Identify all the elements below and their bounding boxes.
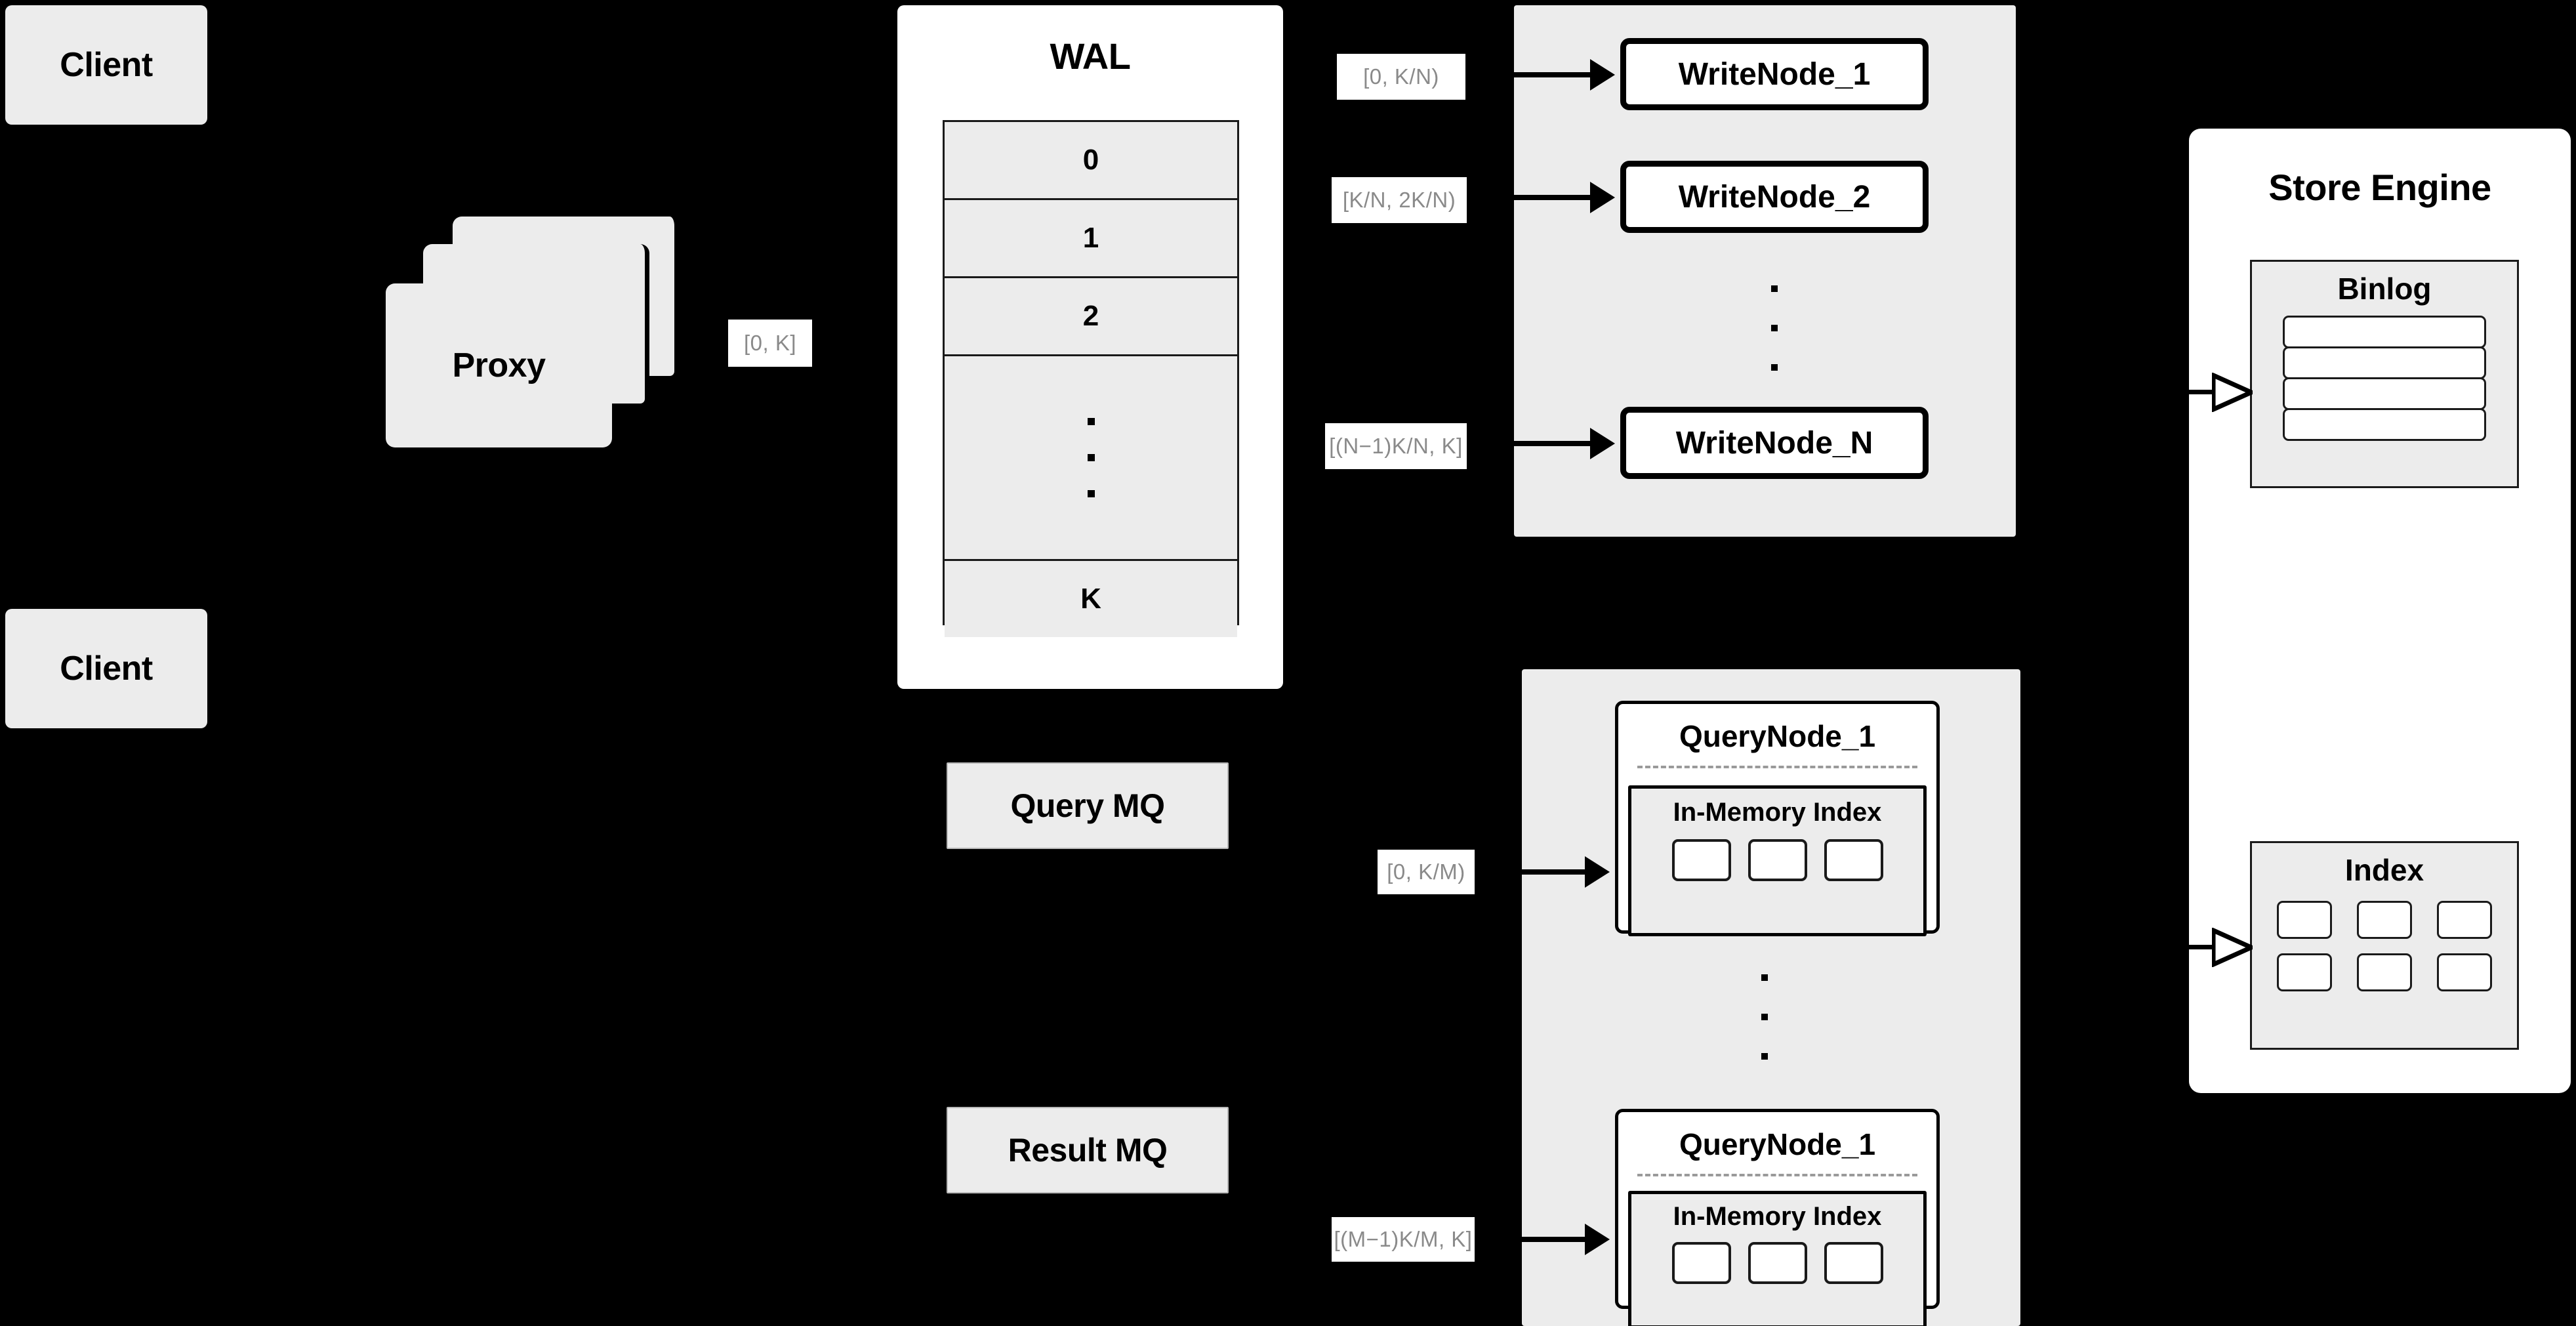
query-node-2-arrow-head — [1585, 1224, 1610, 1255]
binlog-box: Binlog — [2250, 260, 2519, 488]
write-node-1-arrow-line — [1465, 72, 1590, 77]
index-cells — [2264, 901, 2504, 991]
proxy-label: Proxy — [452, 346, 546, 384]
index-title: Index — [2344, 853, 2424, 887]
query-mq-box[interactable]: Query MQ — [947, 762, 1229, 849]
binlog-bar[interactable] — [2283, 408, 2486, 441]
wal-row[interactable]: K — [945, 561, 1237, 637]
query-node-1-title: QueryNode_1 — [1679, 719, 1876, 753]
index-chip[interactable] — [1824, 839, 1883, 881]
query-node-1-arrow-line — [1475, 869, 1585, 875]
store-engine-title: Store Engine — [2268, 166, 2491, 208]
index-chip[interactable] — [1824, 1242, 1883, 1284]
index-chip[interactable] — [1748, 839, 1807, 881]
in-memory-index-title-2: In-Memory Index — [1673, 1202, 1882, 1231]
binlog-bar[interactable] — [2283, 377, 2486, 410]
binlog-title: Binlog — [2337, 272, 2432, 306]
in-memory-index-title-1: In-Memory Index — [1673, 798, 1882, 827]
query-node-1-in-memory-index: In-Memory Index — [1628, 785, 1927, 936]
index-chip[interactable] — [1748, 1242, 1807, 1284]
write-node-1-arrow-head — [1590, 59, 1615, 91]
query-node-1[interactable]: QueryNode_1 In-Memory Index — [1615, 701, 1940, 936]
index-cell[interactable] — [2357, 953, 2412, 991]
binlog-bars — [2283, 316, 2486, 441]
index-cell[interactable] — [2277, 953, 2332, 991]
query-node-2-title: QueryNode_1 — [1679, 1127, 1876, 1161]
index-chip[interactable] — [1671, 839, 1731, 881]
index-chip[interactable] — [1671, 1242, 1731, 1284]
write-node-2-arrow-head — [1590, 182, 1615, 213]
write-cluster-ellipsis — [1745, 262, 1804, 394]
query-node-1-arrow-head — [1585, 856, 1610, 888]
wal-row-ellipsis — [945, 356, 1237, 561]
binlog-bar[interactable] — [2283, 316, 2486, 348]
binlog-bar[interactable] — [2283, 346, 2486, 379]
binlog-arrow-line — [2184, 390, 2213, 394]
client-box-1[interactable]: Client — [5, 5, 207, 125]
index-cell[interactable] — [2437, 953, 2492, 991]
query-node-2-range-label: [(M−1)K/M, K] — [1332, 1217, 1475, 1262]
wal-table: 0 1 2 K — [943, 120, 1239, 637]
write-node-n-range-label: [(N−1)K/N, K] — [1325, 423, 1467, 469]
result-mq-box[interactable]: Result MQ — [947, 1107, 1229, 1193]
wal-title: WAL — [1050, 35, 1131, 77]
client-box-2[interactable]: Client — [5, 609, 207, 728]
write-node-n[interactable]: WriteNode_N — [1620, 407, 1929, 479]
query-mq-label: Query MQ — [1010, 787, 1165, 824]
wal-row[interactable]: 2 — [945, 278, 1237, 356]
result-mq-label: Result MQ — [1008, 1132, 1168, 1169]
binlog-arrow-head-icon — [2212, 373, 2253, 412]
index-cell[interactable] — [2277, 901, 2332, 939]
query-node-2-divider — [1637, 1174, 1917, 1176]
query-cluster-ellipsis — [1735, 951, 1794, 1083]
proxy-card-front[interactable]: Proxy — [386, 283, 612, 447]
client-label-1: Client — [60, 46, 153, 84]
query-node-2[interactable]: QueryNode_1 In-Memory Index — [1615, 1109, 1940, 1326]
proxy-range-label: [0, K] — [728, 320, 812, 367]
in-memory-index-chips-2 — [1631, 1242, 1923, 1284]
wal-row[interactable]: 1 — [945, 200, 1237, 278]
write-node-2[interactable]: WriteNode_2 — [1620, 161, 1929, 233]
write-node-2-arrow-line — [1467, 195, 1590, 200]
client-label-2: Client — [60, 650, 153, 688]
wal-row[interactable]: 0 — [945, 122, 1237, 200]
write-node-2-range-label: [K/N, 2K/N) — [1332, 177, 1467, 223]
index-box: Index — [2250, 841, 2519, 1050]
index-cell[interactable] — [2357, 901, 2412, 939]
write-node-n-arrow-line — [1467, 441, 1590, 446]
index-arrow-line — [2184, 945, 2213, 949]
query-node-2-in-memory-index: In-Memory Index — [1628, 1191, 1927, 1326]
query-node-2-arrow-line — [1475, 1237, 1585, 1242]
write-node-n-arrow-head — [1590, 428, 1615, 459]
in-memory-index-chips-1 — [1631, 839, 1923, 881]
write-node-1-range-label: [0, K/N) — [1337, 54, 1465, 100]
index-cell[interactable] — [2437, 901, 2492, 939]
query-node-1-range-label: [0, K/M) — [1378, 850, 1475, 894]
query-node-1-divider — [1637, 766, 1917, 768]
write-node-1[interactable]: WriteNode_1 — [1620, 38, 1929, 110]
index-arrow-head-icon — [2212, 928, 2253, 967]
